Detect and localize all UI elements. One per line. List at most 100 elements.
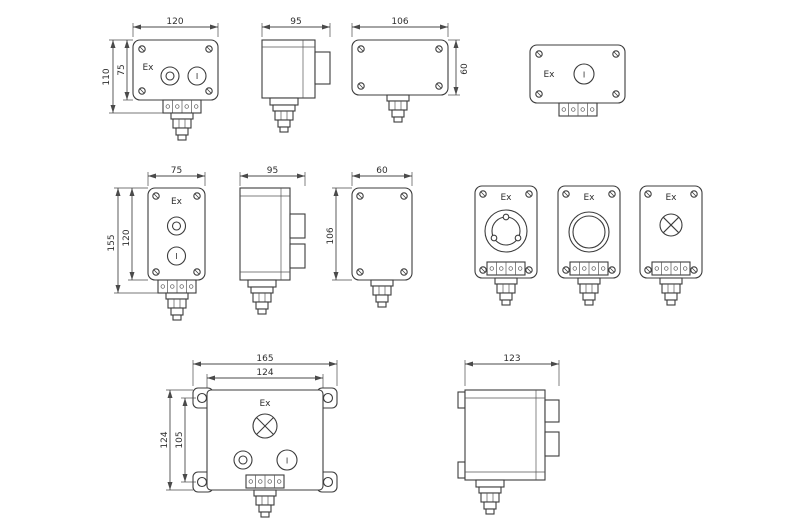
cable-gland: [478, 486, 502, 515]
mounting-hole: [196, 392, 208, 404]
corner-screw-icon: [205, 45, 213, 53]
dimension-width-inner: 124: [206, 368, 324, 388]
corner-screw-icon: [357, 45, 365, 53]
corner-screw-icon: [608, 266, 616, 274]
cable-gland: [170, 112, 194, 141]
view-front-pilot-lamp: Ex: [639, 185, 703, 306]
corner-screw-icon: [400, 192, 408, 200]
corner-screw-icon: [193, 268, 201, 276]
cable-gland: [250, 286, 274, 315]
dimension-label: 155: [107, 234, 117, 251]
gland-flange: [247, 279, 277, 288]
view-side-square-box: 123: [457, 354, 560, 515]
corner-screw-icon: [690, 190, 698, 198]
ex-marking-label: Ex: [259, 399, 271, 409]
cable-gland: [253, 489, 277, 518]
button-protrusion: [289, 243, 306, 269]
start-button: I: [573, 63, 595, 85]
corner-screw-icon: [525, 266, 533, 274]
view-side-horizontal: 95: [261, 17, 331, 133]
button-symbol-label: I: [286, 457, 288, 466]
dimension-label: 75: [117, 64, 127, 75]
corner-screw-icon: [435, 82, 443, 90]
view-rear-horizontal: 106 60: [351, 17, 470, 123]
gland-flange: [269, 97, 299, 106]
start-button: I: [187, 66, 207, 86]
corner-screw-icon: [535, 90, 543, 98]
dimension-height-outer: 124: [160, 389, 193, 491]
corner-screw-icon: [608, 190, 616, 198]
corner-screw-icon: [562, 266, 570, 274]
dimension-label: 124: [160, 431, 170, 448]
cable-gland: [659, 277, 683, 306]
enclosure-body: [464, 389, 546, 481]
start-button: I: [276, 449, 298, 471]
terminal-strip: [162, 99, 202, 114]
dimension-width: 75: [147, 166, 206, 186]
corner-screw-icon: [138, 87, 146, 95]
enclosure-body: [239, 187, 291, 281]
corner-screw-icon: [435, 45, 443, 53]
dimension-label: 123: [503, 354, 520, 364]
view-front-two-button-horizontal: Ex I 120 110 75: [102, 17, 219, 141]
dimension-label: 106: [326, 227, 336, 244]
dimension-label: 124: [256, 368, 273, 378]
dimension-label: 105: [175, 431, 185, 448]
lamp-symbol: [252, 413, 278, 439]
ex-marking-label: Ex: [171, 197, 183, 207]
dimension-label: 75: [171, 166, 182, 176]
mounting-ear-edge: [457, 391, 466, 409]
corner-screw-icon: [612, 50, 620, 58]
dimension-height-inner: 105: [175, 397, 196, 483]
mushroom-button: [568, 211, 610, 253]
dimension-label: 60: [376, 166, 388, 176]
corner-screw-icon: [535, 50, 543, 58]
corner-screw-icon: [138, 45, 146, 53]
dimension-height-inner: 75: [117, 40, 133, 101]
terminal-strip: [651, 261, 691, 276]
dimension-label: 165: [256, 354, 273, 364]
corner-screw-icon: [205, 87, 213, 95]
side-protrusion: [314, 51, 331, 85]
cable-gland: [165, 292, 189, 321]
cable-gland: [494, 277, 518, 306]
ex-marking-label: Ex: [665, 193, 677, 203]
view-side-vertical: 95: [239, 166, 306, 315]
corner-screw-icon: [356, 268, 364, 276]
ring-button: [233, 450, 253, 470]
button-symbol-label: I: [175, 252, 177, 261]
mounting-hole: [322, 392, 334, 404]
corner-screw-icon: [562, 190, 570, 198]
start-button: I: [166, 246, 187, 266]
button-symbol-label: I: [583, 71, 585, 80]
corner-screw-icon: [152, 268, 160, 276]
dimension-label: 110: [102, 68, 112, 85]
view-front-two-button-vertical: Ex I 75 155 120: [107, 166, 206, 321]
ex-marking-label: Ex: [142, 63, 154, 73]
corner-screw-icon: [525, 190, 533, 198]
view-front-selector: Ex: [474, 185, 538, 306]
corner-screw-icon: [644, 190, 652, 198]
dimension-label: 95: [290, 17, 301, 27]
corner-screw-icon: [690, 266, 698, 274]
dimension-label: 120: [122, 229, 132, 246]
dimension-width: 95: [261, 17, 331, 37]
corner-screw-icon: [356, 192, 364, 200]
dimension-width: 106: [351, 17, 449, 37]
corner-screw-icon: [644, 266, 652, 274]
corner-screw-icon: [357, 82, 365, 90]
corner-screw-icon: [400, 268, 408, 276]
cable-gland: [370, 279, 394, 308]
terminal-strip: [486, 261, 526, 276]
corner-screw-icon: [479, 190, 487, 198]
button-symbol-label: I: [196, 72, 198, 81]
dimension-width: 60: [351, 166, 413, 186]
view-front-square-box: Ex I 165 124 124: [160, 354, 338, 518]
operator-protrusion: [544, 399, 560, 423]
operator-protrusion: [544, 431, 560, 457]
ring-button: [160, 66, 180, 86]
ex-marking-label: Ex: [500, 193, 512, 203]
dimension-width: 95: [239, 166, 306, 186]
lamp-symbol: [659, 213, 683, 237]
